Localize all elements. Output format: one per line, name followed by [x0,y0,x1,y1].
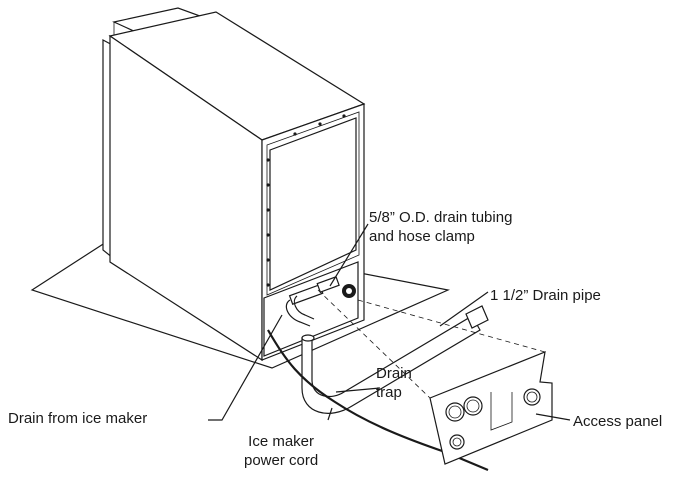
floor-plane [30,227,450,369]
access-panel-shape [429,351,553,465]
leader-drain-tubing [329,223,369,287]
label-drain-trap-line1: Drain [376,365,412,382]
leader-drain-pipe [439,291,489,327]
leader-access-panel [535,413,571,421]
leader-drain-trap [335,387,381,393]
label-drain-tubing-line2: and hose clamp [369,228,475,245]
cabinet-back [261,103,365,361]
cabinet-back-panel [269,117,357,291]
label-drain-tubing-line1: 5/8” O.D. drain tubing [369,209,513,226]
leader-drain-from-ice-maker [208,314,283,421]
leader-power-cord [327,407,333,421]
label-access-panel: Access panel [573,413,663,430]
label-power-cord-line2: power cord [244,452,319,469]
label-power-cord: Ice maker power cord [244,432,318,470]
drain-fitting [288,276,356,305]
label-drain-trap: Drain trap [376,364,412,402]
label-drain-trap-line2: trap [376,384,402,401]
label-drain-from-ice-maker: Drain from ice maker [8,410,148,427]
label-drain-tubing: 5/8” O.D. drain tubing and hose clamp [369,208,512,246]
label-power-cord-line1: Ice maker [248,433,315,450]
drain-pipe [301,305,489,414]
label-drain-pipe: 1 1/2” Drain pipe [490,287,601,304]
